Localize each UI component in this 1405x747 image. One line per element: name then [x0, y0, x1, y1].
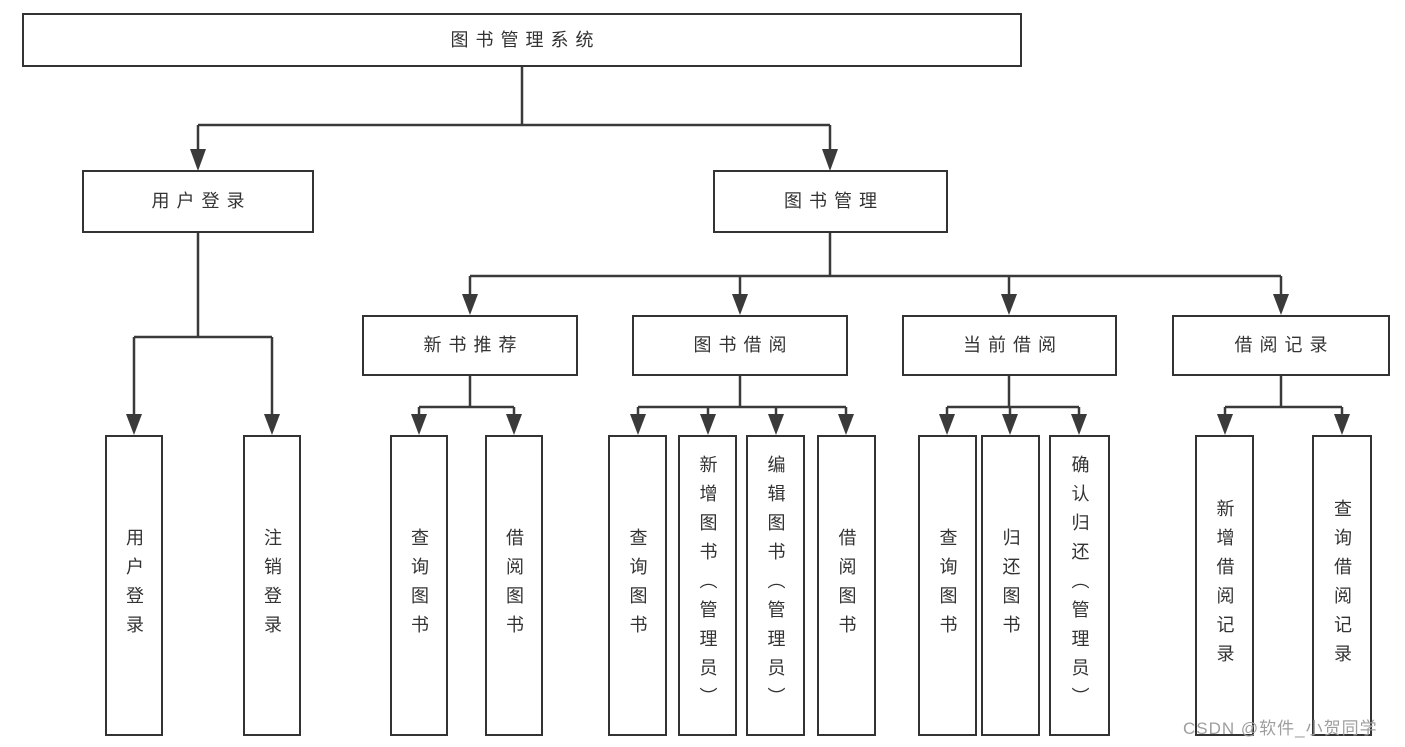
- arrow-down-icon: [939, 414, 955, 435]
- node-borrow-edit-books-admin: 编辑图书（管理员）: [746, 435, 805, 736]
- arrow-down-icon: [630, 414, 646, 435]
- node-label: 确认归还（管理员）: [1069, 455, 1090, 716]
- node-label: 借阅图书: [836, 527, 857, 644]
- arrow-down-icon: [462, 294, 478, 315]
- node-recommend-query-books: 查询图书: [390, 435, 448, 736]
- node-leaf-logout: 注销登录: [243, 435, 301, 736]
- node-label: 归还图书: [1000, 527, 1021, 644]
- node-library-system: 图书管理系统: [22, 13, 1022, 67]
- arrow-down-icon: [411, 414, 427, 435]
- connector-records-split: [1223, 376, 1344, 416]
- node-label: 新增借阅记录: [1214, 498, 1235, 673]
- node-label: 查询借阅记录: [1332, 498, 1352, 673]
- node-label: 图书借阅: [693, 335, 794, 356]
- node-label: 查询图书: [627, 527, 648, 644]
- connector-book-management-split: [468, 233, 1283, 296]
- arrow-down-icon: [1217, 414, 1233, 435]
- arrow-down-icon: [1001, 294, 1017, 315]
- node-label: 用户登录: [151, 191, 252, 212]
- node-book-management: 图书管理: [713, 170, 948, 233]
- connector-root-split: [196, 67, 832, 151]
- node-borrow-add-books-admin: 新增图书（管理员）: [678, 435, 737, 736]
- arrow-down-icon: [700, 414, 716, 435]
- node-current-borrow: 当前借阅: [902, 315, 1117, 376]
- node-current-return-books: 归还图书: [981, 435, 1040, 736]
- node-current-query-books: 查询图书: [918, 435, 977, 736]
- connector-recommend-split: [417, 376, 516, 416]
- connector-user-login-split: [132, 233, 274, 416]
- node-book-borrow: 图书借阅: [632, 315, 848, 376]
- node-new-book-recommend: 新书推荐: [362, 315, 578, 376]
- arrow-down-icon: [506, 414, 522, 435]
- connector-current-split: [945, 376, 1081, 416]
- arrow-down-icon: [1273, 294, 1289, 315]
- node-label: 新书推荐: [423, 335, 524, 356]
- arrowheads: [126, 149, 1350, 435]
- arrow-down-icon: [264, 414, 280, 435]
- arrow-down-icon: [126, 414, 142, 435]
- node-leaf-user-login: 用户登录: [105, 435, 163, 736]
- node-borrow-borrow-books: 借阅图书: [817, 435, 876, 736]
- csdn-watermark: CSDN @软件_小贺同学: [1183, 719, 1378, 738]
- connector-borrow-split: [636, 376, 848, 416]
- node-label: 借阅图书: [504, 527, 524, 644]
- arrow-down-icon: [768, 414, 784, 435]
- arrow-down-icon: [838, 414, 854, 435]
- node-label: 查询图书: [409, 527, 429, 644]
- node-recommend-borrow-books: 借阅图书: [485, 435, 543, 736]
- node-borrow-records: 借阅记录: [1172, 315, 1390, 376]
- node-current-confirm-return-admin: 确认归还（管理员）: [1049, 435, 1110, 736]
- node-label: 借阅记录: [1234, 335, 1335, 356]
- node-label: 查询图书: [937, 527, 958, 644]
- node-label: 新增图书（管理员）: [697, 455, 718, 716]
- node-records-add-record: 新增借阅记录: [1195, 435, 1254, 736]
- arrow-down-icon: [1334, 414, 1350, 435]
- node-borrow-query-books: 查询图书: [608, 435, 667, 736]
- node-records-query-record: 查询借阅记录: [1312, 435, 1372, 736]
- node-label: 图书管理系统: [450, 29, 601, 50]
- arrow-down-icon: [190, 149, 206, 171]
- arrow-down-icon: [732, 294, 748, 315]
- node-label: 图书管理: [784, 191, 884, 212]
- arrow-down-icon: [1071, 414, 1087, 435]
- node-label: 编辑图书（管理员）: [765, 455, 786, 716]
- node-label: 注销登录: [262, 527, 282, 644]
- arrow-down-icon: [1002, 414, 1018, 435]
- node-label: 当前借阅: [963, 335, 1063, 356]
- node-label: 用户登录: [124, 527, 144, 644]
- arrow-down-icon: [822, 149, 838, 171]
- node-user-login: 用户登录: [82, 170, 314, 233]
